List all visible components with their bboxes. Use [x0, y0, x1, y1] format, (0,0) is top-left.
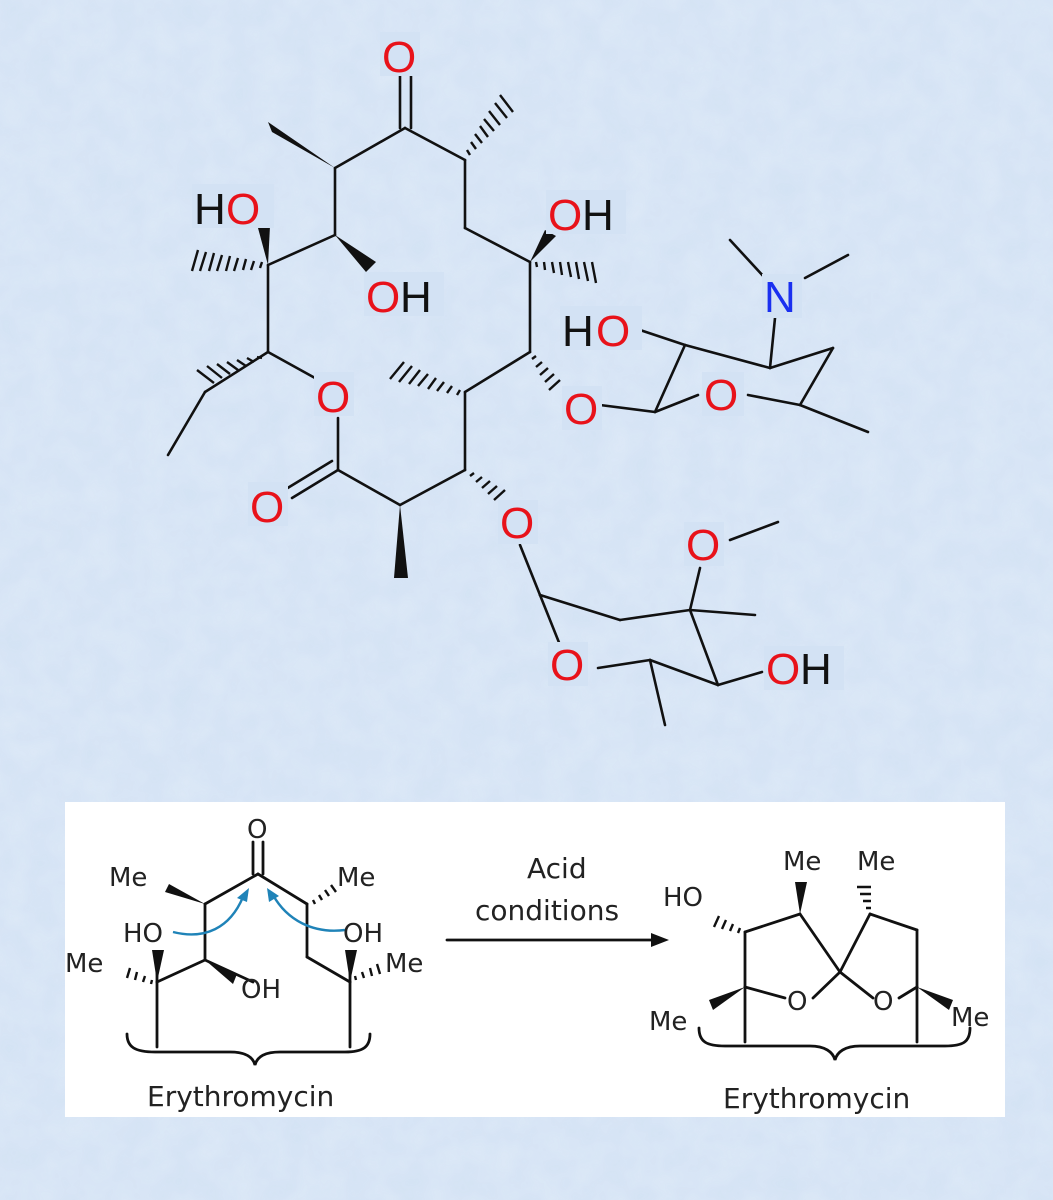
reaction-scheme: O Me Me HO OH Me Me OH Erythromycin Acid…: [65, 815, 989, 1115]
sugar-ring-oxygen-1: O: [704, 371, 738, 420]
ketone-oxygen: O: [382, 33, 416, 82]
glycosidic-oxygen-2: O: [500, 499, 534, 548]
arrow-label-conditions: conditions: [475, 894, 619, 927]
sugar-hydroxyl-o: O: [596, 307, 630, 356]
carbonyl-oxygen: O: [250, 483, 284, 532]
reactant-me-top-right: Me: [337, 863, 375, 893]
erythromycin-structure: O H O O H O H N H O O O O O O O O O H: [166, 32, 870, 727]
reaction-arrow: [445, 933, 669, 947]
hydroxyl-mid-o: O: [366, 273, 400, 322]
product-ring-o-1: O: [787, 987, 807, 1017]
product-fragment: [697, 882, 972, 1061]
reactant-label: Erythromycin: [147, 1080, 334, 1113]
cladinose-sugar-bonds: [518, 520, 780, 727]
hydroxyl-right-o: O: [548, 191, 582, 240]
reactant-me-right: Me: [385, 949, 423, 979]
reactant-oh-bottom: OH: [241, 975, 281, 1005]
macrolide-ring-bonds: [166, 73, 532, 507]
hydroxyl-mid-h: H: [400, 273, 432, 322]
arrow-label-acid: Acid: [527, 852, 587, 885]
hydroxyl-right-h: H: [582, 191, 614, 240]
ring-ester-oxygen: O: [316, 373, 350, 422]
product-me-left: Me: [649, 1007, 687, 1037]
reactant-fragment: [125, 840, 382, 1066]
hydroxyl-left-h: H: [194, 185, 226, 234]
methoxy-oxygen: O: [686, 521, 720, 570]
reactant-ho-left: HO: [123, 919, 163, 949]
reactant-me-left: Me: [65, 949, 103, 979]
reactant-me-top-left: Me: [109, 863, 147, 893]
glycosidic-oxygen-1: O: [564, 385, 598, 434]
reaction-scheme-panel: O Me Me HO OH Me Me OH Erythromycin Acid…: [65, 802, 1005, 1117]
hydroxyl-left-o: O: [226, 185, 260, 234]
product-label: Erythromycin: [723, 1082, 910, 1115]
product-me-top-2: Me: [857, 847, 895, 877]
sugar-hydroxyl-2-o: O: [766, 645, 800, 694]
hashed-bonds: [190, 94, 598, 501]
reactant-ketone-o: O: [247, 815, 267, 845]
amine-nitrogen: N: [764, 273, 796, 322]
wedge-bonds: [258, 122, 556, 578]
product-me-top-1: Me: [783, 847, 821, 877]
product-ho: HO: [663, 883, 703, 913]
sugar-hydroxyl-h: H: [562, 307, 594, 356]
desosamine-sugar-bonds: [598, 238, 870, 434]
sugar-hydroxyl-2-h: H: [800, 645, 832, 694]
sugar-ring-oxygen-2: O: [550, 641, 584, 690]
product-ring-o-2: O: [873, 987, 893, 1017]
reactant-oh-right: OH: [343, 919, 383, 949]
product-me-right: Me: [951, 1003, 989, 1033]
